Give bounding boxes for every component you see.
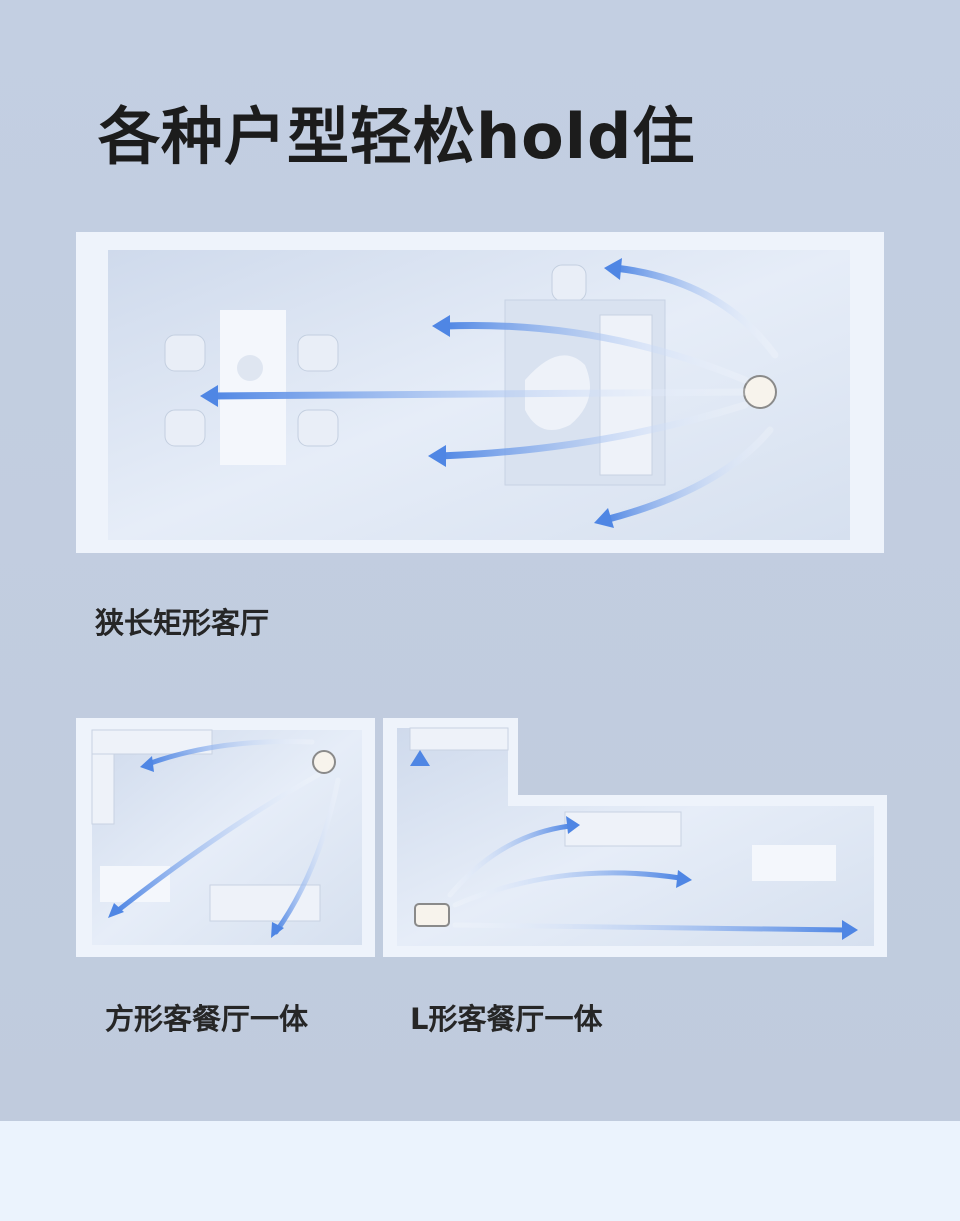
- floorplan-illustrations: [76, 232, 887, 957]
- layout-label-square: 方形客餐厅一体: [105, 1002, 309, 1036]
- room-l-shape: [383, 718, 887, 957]
- layout-label-long-rectangle: 狭长矩形客厅: [95, 606, 270, 640]
- robot-device-icon: [743, 375, 777, 409]
- page-title: 各种户型轻松hold住: [98, 100, 696, 173]
- room-square: [76, 718, 375, 957]
- robot-device-icon: [414, 903, 450, 927]
- footer-band: [0, 1121, 960, 1221]
- room-long-rectangle: [76, 232, 884, 553]
- chairs: [164, 264, 587, 447]
- robot-device-icon: [312, 750, 336, 774]
- layout-label-l-shape: L形客餐厅一体: [410, 1002, 603, 1036]
- sofa: [564, 811, 682, 847]
- airflow-arrows: [206, 264, 779, 524]
- dining-table: [752, 845, 836, 881]
- vase-icon: [237, 355, 263, 381]
- dining-table: [220, 310, 286, 465]
